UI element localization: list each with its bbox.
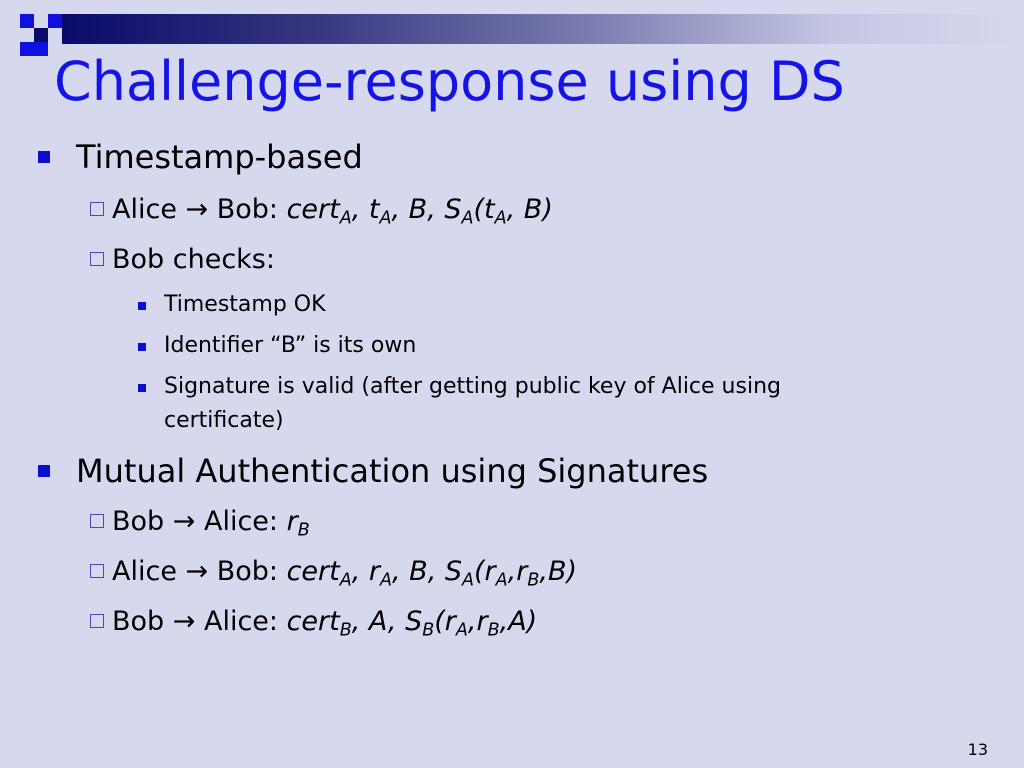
hollow-square-bullet-icon <box>90 614 104 628</box>
list-item-bob-to-alice-nonce: Bob → Alice: rB <box>90 506 310 541</box>
list-item-alice-to-bob: Alice → Bob: certA, tA, B, SA(tA, B) <box>90 194 553 229</box>
protocol-message: certA, rA, B, SA(rA,rB,B) <box>286 556 577 591</box>
square-bullet-icon <box>38 151 50 163</box>
check-item: Signature is valid (after getting public… <box>138 370 781 404</box>
list-item-bob-to-alice-signed: Bob → Alice: certB, A, SB(rA,rB,A) <box>90 606 538 641</box>
protocol-message: certB, A, SB(rA,rB,A) <box>286 606 538 641</box>
list-item-bob-checks: Bob checks: <box>90 244 275 275</box>
list-item-alice-to-bob-signed: Alice → Bob: certA, rA, B, SA(rA,rB,B) <box>90 556 577 591</box>
page-number: 13 <box>967 740 988 759</box>
small-square-bullet-icon <box>138 384 146 392</box>
section-heading-mutual-auth: Mutual Authentication using Signatures <box>38 452 708 490</box>
check-item: Timestamp OK <box>138 288 326 322</box>
protocol-message: certA, tA, B, SA(tA, B) <box>286 194 553 229</box>
hollow-square-bullet-icon <box>90 202 104 216</box>
square-bullet-icon <box>38 465 50 477</box>
hollow-square-bullet-icon <box>90 514 104 528</box>
section-heading-timestamp: Timestamp-based <box>38 138 363 176</box>
small-square-bullet-icon <box>138 343 146 351</box>
protocol-message: rB <box>286 506 310 541</box>
check-item: Identifier “B” is its own <box>138 329 416 363</box>
check-item-continuation: certificate) <box>164 408 284 433</box>
small-square-bullet-icon <box>138 302 146 310</box>
slide-title: Challenge-response using DS <box>54 50 845 113</box>
hollow-square-bullet-icon <box>90 564 104 578</box>
hollow-square-bullet-icon <box>90 252 104 266</box>
title-decoration-bar <box>62 14 1024 44</box>
